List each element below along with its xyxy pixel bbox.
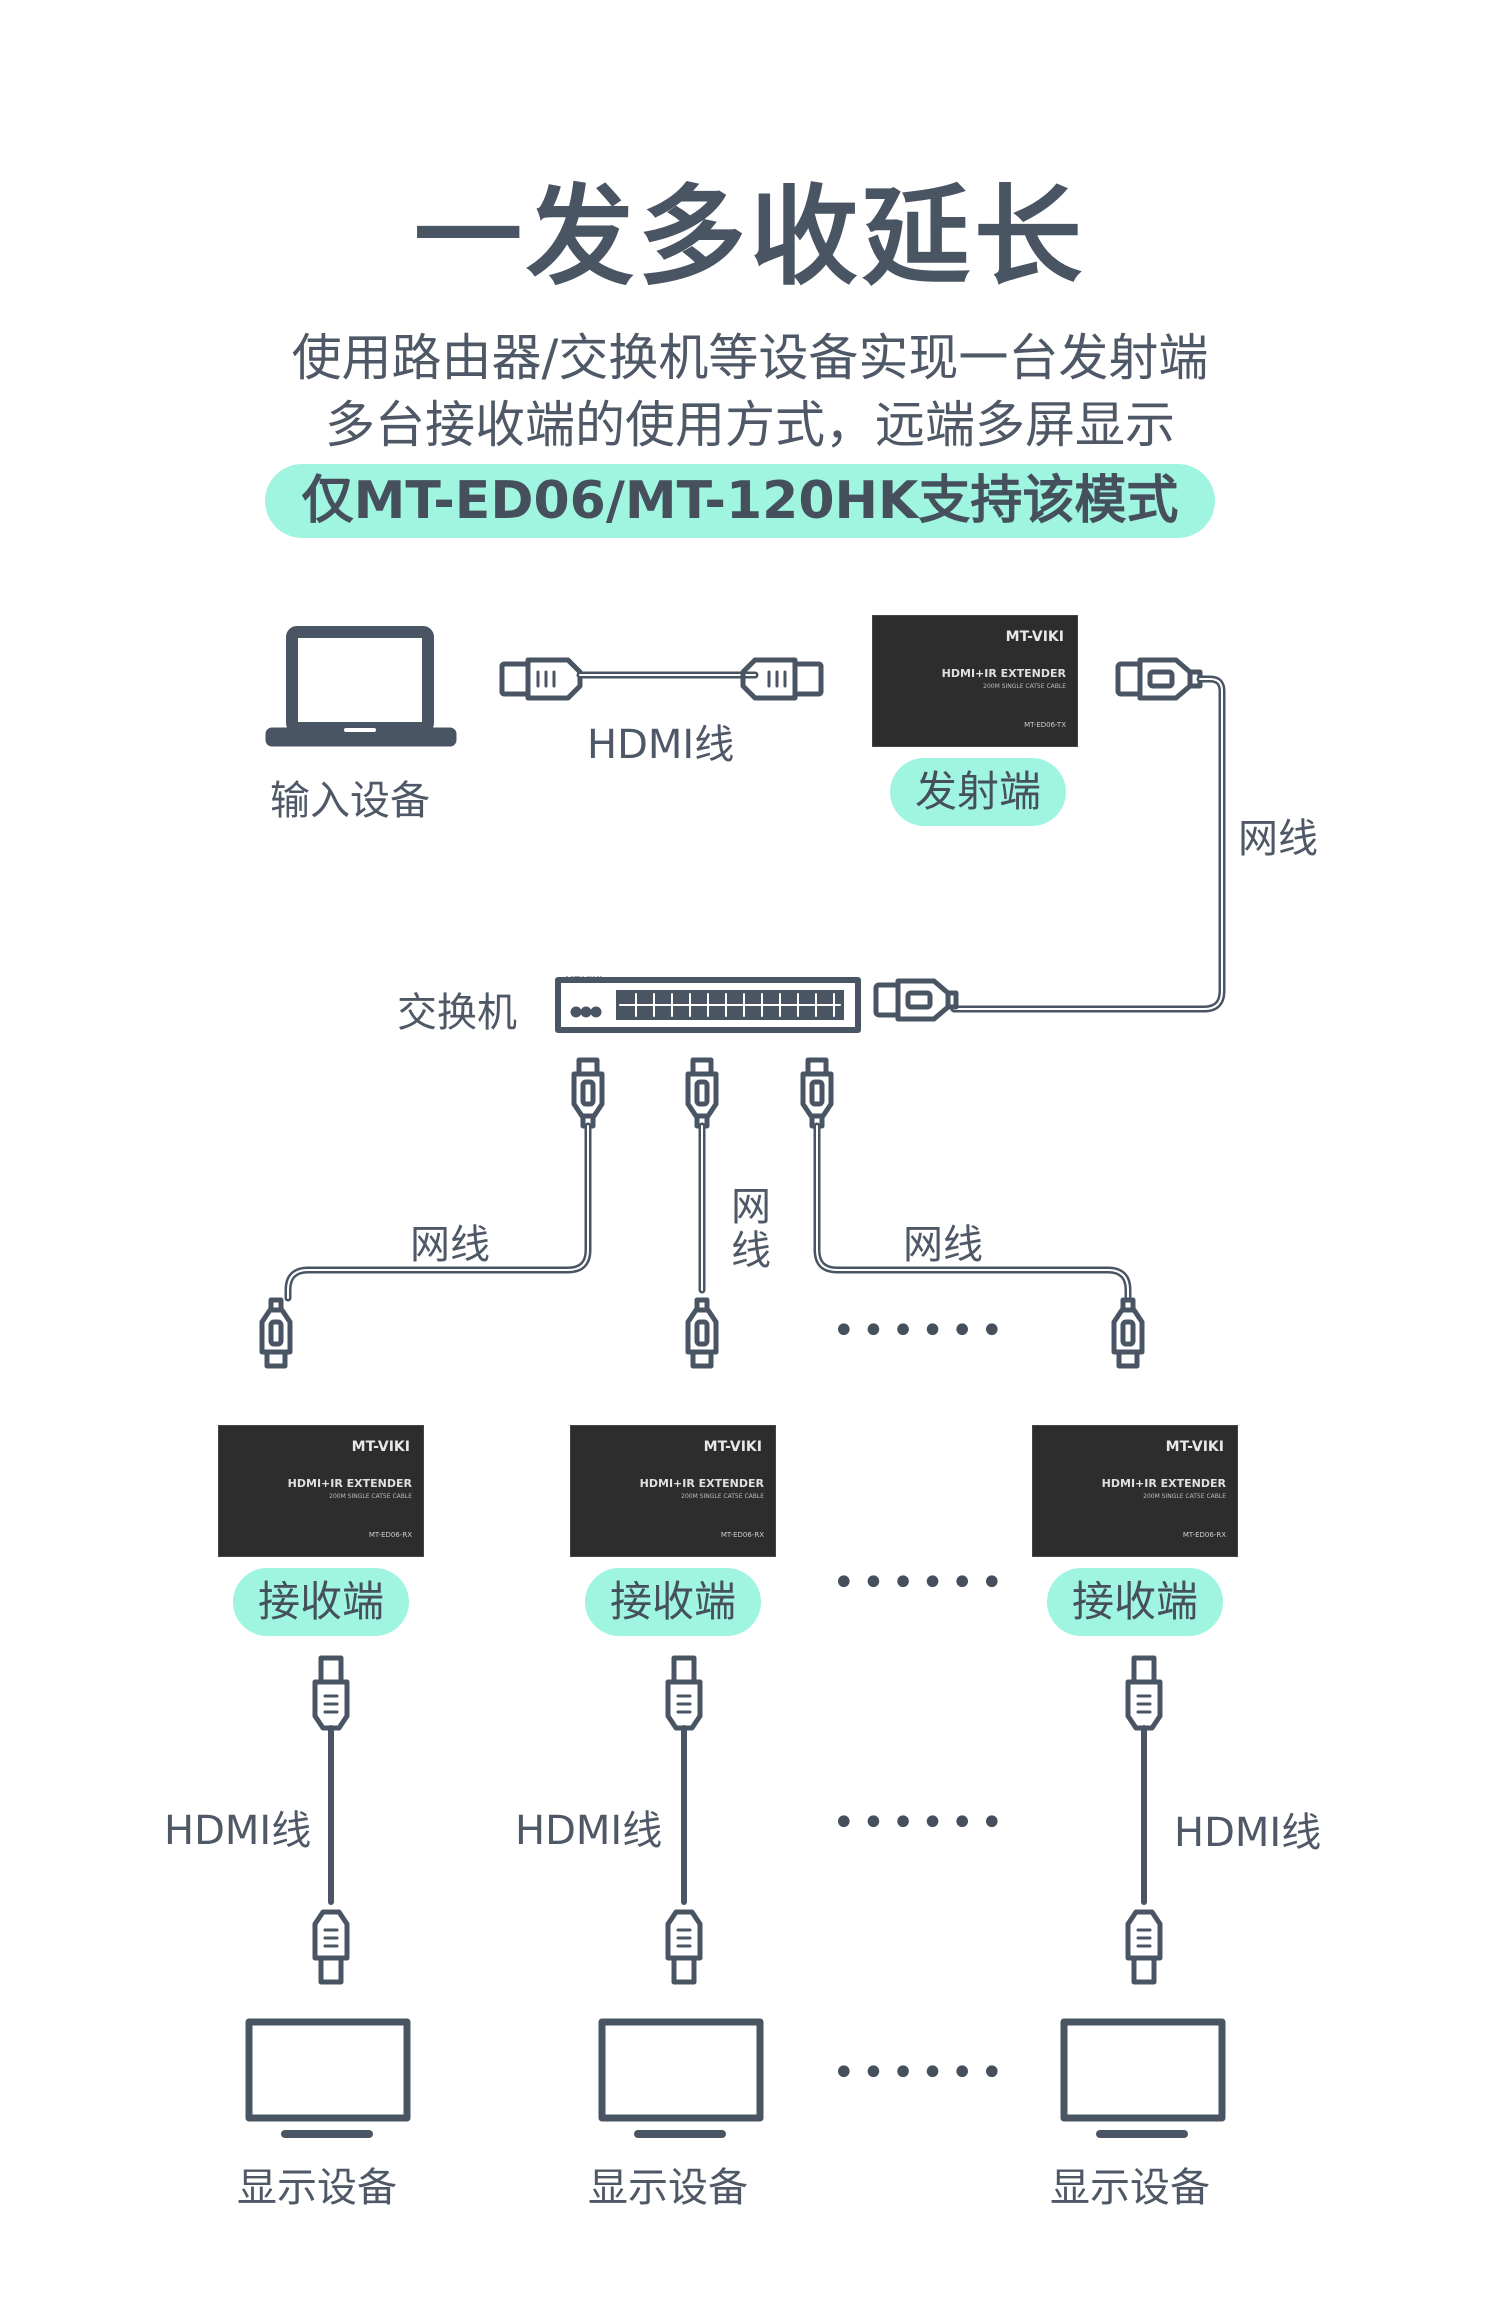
device-product: HDMI+IR EXTENDER <box>941 667 1066 680</box>
switch-icon <box>555 977 861 1033</box>
ellipsis-cables-output: •••••• <box>832 1800 1010 1846</box>
ethernet-plug-icons-receivers <box>259 1297 1145 1369</box>
device-brand: MT-VIKI <box>1005 629 1064 645</box>
ellipsis-cables: •••••• <box>832 1308 1010 1354</box>
display-label-3: 显示设备 <box>1050 2165 1210 2211</box>
hdmi-output-cables <box>312 1655 1163 1985</box>
device-spec: 200M SINGLE CAT5E CABLE <box>681 1493 764 1500</box>
device-brand: MT-VIKI <box>1165 1439 1224 1455</box>
device-brand: MT-VIKI <box>351 1439 410 1455</box>
ethernet-plug-icons-switch <box>571 1057 834 1129</box>
device-brand: MT-VIKI <box>703 1439 762 1455</box>
hdmi-cable-label-3: HDMI线 <box>1174 1810 1322 1856</box>
subtitle-line-1: 使用路由器/交换机等设备实现一台发射端 <box>291 329 1209 387</box>
branch-cable-label-left: 网线 <box>410 1222 490 1268</box>
receiver-badge-1: 接收端 <box>233 1568 409 1636</box>
switch-label: 交换机 <box>397 990 517 1036</box>
ethernet-cable-icon-uplink <box>873 657 1226 1022</box>
display-label-1: 显示设备 <box>237 2165 397 2211</box>
receiver-badge-3: 接收端 <box>1047 1568 1223 1636</box>
device-spec: 200M SINGLE CAT5E CABLE <box>1143 1493 1226 1500</box>
device-product: HDMI+IR EXTENDER <box>639 1477 764 1490</box>
monitor-icons <box>245 2018 1226 2138</box>
ellipsis-receivers: •••••• <box>832 1560 1010 1606</box>
branch-cable-label-middle-2: 线 <box>731 1228 771 1274</box>
hdmi-cable-label-1: HDMI线 <box>164 1808 312 1854</box>
receiver-device-1: MT-VIKI HDMI+IR EXTENDER 200M SINGLE CAT… <box>218 1425 424 1557</box>
hdmi-cable-icon-top <box>499 657 824 701</box>
transmitter-badge: 发射端 <box>890 758 1066 826</box>
device-model: MT-ED06-RX <box>720 1531 764 1539</box>
device-model: MT-ED06-RX <box>368 1531 412 1539</box>
receiver-device-3: MT-VIKI HDMI+IR EXTENDER 200M SINGLE CAT… <box>1032 1425 1238 1557</box>
device-product: HDMI+IR EXTENDER <box>287 1477 412 1490</box>
switch-brand: MT-VIKI <box>565 976 603 986</box>
supported-models-badge: 仅MT-ED06/MT-120HK支持该模式 <box>265 464 1215 538</box>
hdmi-cable-label-2: HDMI线 <box>515 1808 663 1854</box>
uplink-cable-label: 网线 <box>1238 816 1318 862</box>
device-spec: 200M SINGLE CAT5E CABLE <box>329 1493 412 1500</box>
page-title: 一发多收延长 <box>413 175 1086 300</box>
laptop-icon <box>265 626 457 747</box>
display-label-2: 显示设备 <box>588 2165 748 2211</box>
branch-cable-label-right: 网线 <box>903 1222 983 1268</box>
hdmi-cable-label-top: HDMI线 <box>587 722 735 768</box>
ellipsis-displays: •••••• <box>832 2050 1010 2096</box>
device-model: MT-ED06-RX <box>1182 1531 1226 1539</box>
transmitter-device: MT-VIKI HDMI+IR EXTENDER 200M SINGLE CAT… <box>872 615 1078 747</box>
device-product: HDMI+IR EXTENDER <box>1101 1477 1226 1490</box>
branch-cable-label-middle-1: 网 <box>731 1184 771 1230</box>
receiver-device-2: MT-VIKI HDMI+IR EXTENDER 200M SINGLE CAT… <box>570 1425 776 1557</box>
subtitle-line-2: 多台接收端的使用方式，远端多屏显示 <box>325 396 1175 454</box>
device-spec: 200M SINGLE CAT5E CABLE <box>983 683 1066 690</box>
receiver-badge-2: 接收端 <box>585 1568 761 1636</box>
input-device-label: 输入设备 <box>270 778 430 824</box>
device-model: MT-ED06-TX <box>1024 721 1066 729</box>
ethernet-branch-cables <box>284 1122 1132 1302</box>
